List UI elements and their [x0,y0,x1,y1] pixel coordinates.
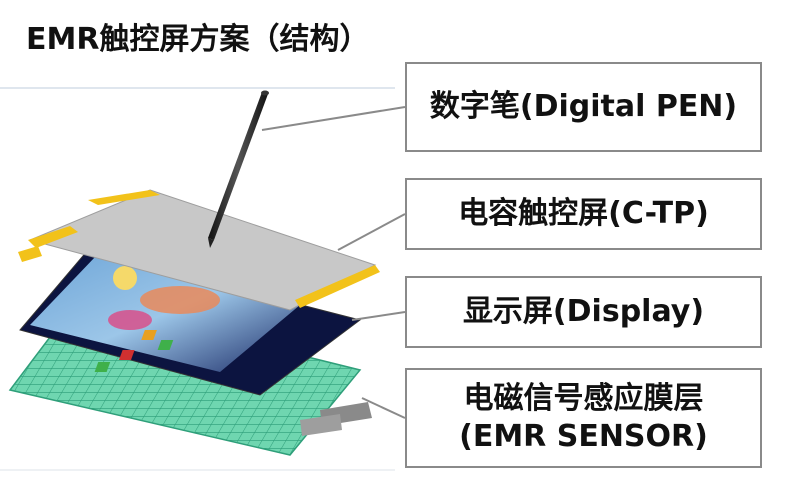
label-digital-pen-text: 数字笔(Digital PEN) [429,89,738,124]
label-display-text: 显示屏(Display) [462,294,705,329]
digital-pen [208,90,269,248]
leader-line-ctp [337,213,406,251]
label-emr-sensor: 电磁信号感应膜层 (EMR SENSOR) [405,368,762,468]
label-ctp: 电容触控屏(C-TP) [405,178,762,250]
label-emr-line2: (EMR SENSOR) [459,419,708,454]
label-ctp-text: 电容触控屏(C-TP) [458,196,709,231]
ctp-layer [18,189,380,311]
leader-line-emr [361,397,406,419]
label-digital-pen: 数字笔(Digital PEN) [405,62,762,152]
label-display: 显示屏(Display) [405,276,762,348]
leader-line-pen [261,106,406,131]
display-layer [19,249,362,396]
diagram-title: EMR触控屏方案（结构） [26,22,370,57]
label-emr-line1: 电磁信号感应膜层 [463,381,704,416]
leader-line-display [351,311,406,321]
